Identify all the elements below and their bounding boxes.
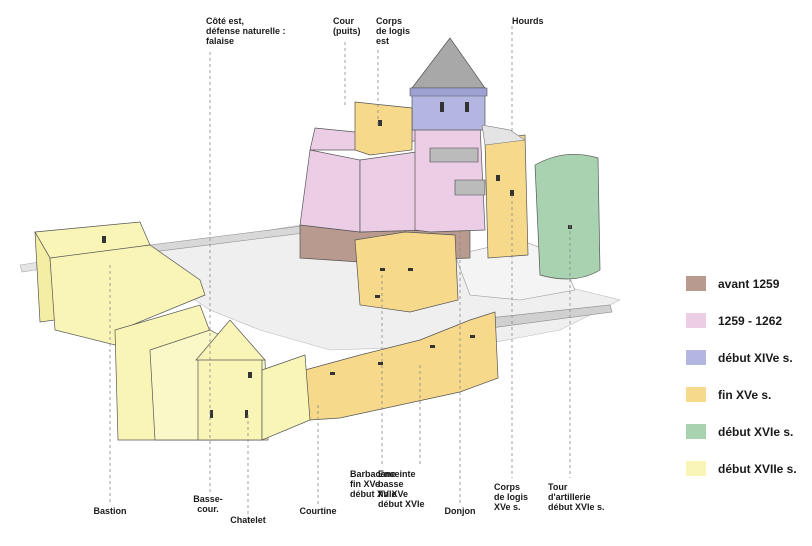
bottom-label-line: Tour [548,482,568,492]
window [378,362,383,365]
bottom-label-line: fin XVe [350,479,380,489]
bottom-label-line: début XVIe [350,489,397,499]
top-label: Côté est,défense naturelle :falaise [206,16,286,46]
window [430,345,435,348]
legend-swatch [686,350,706,365]
bottom-label-line: XVe s. [494,502,521,512]
bottom-label-line: début XVIe s. [548,502,605,512]
bottom-label-line: Corps [494,482,520,492]
window [375,295,380,298]
bottom-label: Donjon [445,506,476,516]
donjon-tower-1259-1262 [414,124,486,233]
window [330,372,335,375]
top-label-line: est [376,36,389,46]
courtine [261,354,311,441]
top-labels: Côté est,défense naturelle :falaise Cour(… [206,16,544,46]
top-label: Cour(puits) [333,16,361,36]
bottom-label-line: début XVIe [378,499,425,509]
legend-swatch [686,387,706,402]
top-label-line: défense naturelle : [206,26,286,36]
wall-1259-1262-west [299,149,361,233]
legend-label: avant 1259 [718,277,780,291]
bottom-label-line: de logis [494,492,528,502]
window [210,410,213,418]
top-label-line: Hourds [512,16,544,26]
donjon-balcony [429,147,479,163]
barbacane-tower-fin-xve [354,231,459,313]
legend-swatch [686,424,706,439]
window [380,268,385,271]
legend: avant 1259 1259 - 1262 début XIVe s. fin XV… [686,276,797,476]
legend-swatch [686,461,706,476]
bottom-label-line: Basse- [193,494,223,504]
legend-swatch [686,276,706,291]
top-label-line: Corps [376,16,402,26]
bottom-label-line: cour. [197,504,219,514]
donjon-machicolation [409,87,488,97]
bottom-label-line: Courtine [300,506,337,516]
window [496,175,500,181]
window [248,372,252,378]
bottom-label-line: Chatelet [230,515,266,525]
window [510,190,514,196]
chatelet-body [197,349,263,441]
window [465,102,469,112]
bottom-label-line: Donjon [445,506,476,516]
bottom-label: Chatelet [230,515,266,525]
top-label-line: Côté est, [206,16,244,26]
bottom-label-line: Bastion [93,506,126,516]
top-label-line: falaise [206,36,234,46]
window [470,335,475,338]
legend-label: début XVIe s. [718,425,793,439]
legend-label: fin XVe s. [718,388,771,402]
bottom-label: Basse-cour. [193,494,223,514]
tour-artillerie-debut-xvie [534,153,601,280]
bottom-label-line: Barbacane [350,469,396,479]
legend-label: 1259 - 1262 [718,314,782,328]
bottom-label-line: d'artillerie [548,492,591,502]
hourds [481,124,526,146]
bottom-label-line: Enceinte [378,469,416,479]
bottom-labels: Bastion Basse-cour. Chatelet Courtine Barbac… [93,469,604,525]
bottom-label-line: fin XVe [378,489,408,499]
top-label-line: Cour [333,16,354,26]
window [440,102,444,112]
bastion-south-face [49,244,206,346]
chatelet-roof [195,319,266,361]
top-label-line: de logis [376,26,410,36]
legend-label: début XIVe s. [718,351,793,365]
legend-label: début XVIIe s. [718,462,797,476]
top-label-line: (puits) [333,26,361,36]
window [408,268,413,271]
donjon-balcony-lower [454,179,486,196]
corps-de-logis-xve [484,134,529,259]
bottom-label-line: basse [378,479,404,489]
legend-swatch [686,313,706,328]
enceinte-basse-fin-xve [304,311,499,421]
top-label: Hourds [512,16,544,26]
bottom-label: Bastion [93,506,126,516]
window [378,120,382,126]
bottom-label: Courtine [300,506,337,516]
window [245,410,248,418]
donjon-roof [411,37,486,89]
cour-tower-fin-xve [354,101,413,156]
window [102,236,106,243]
